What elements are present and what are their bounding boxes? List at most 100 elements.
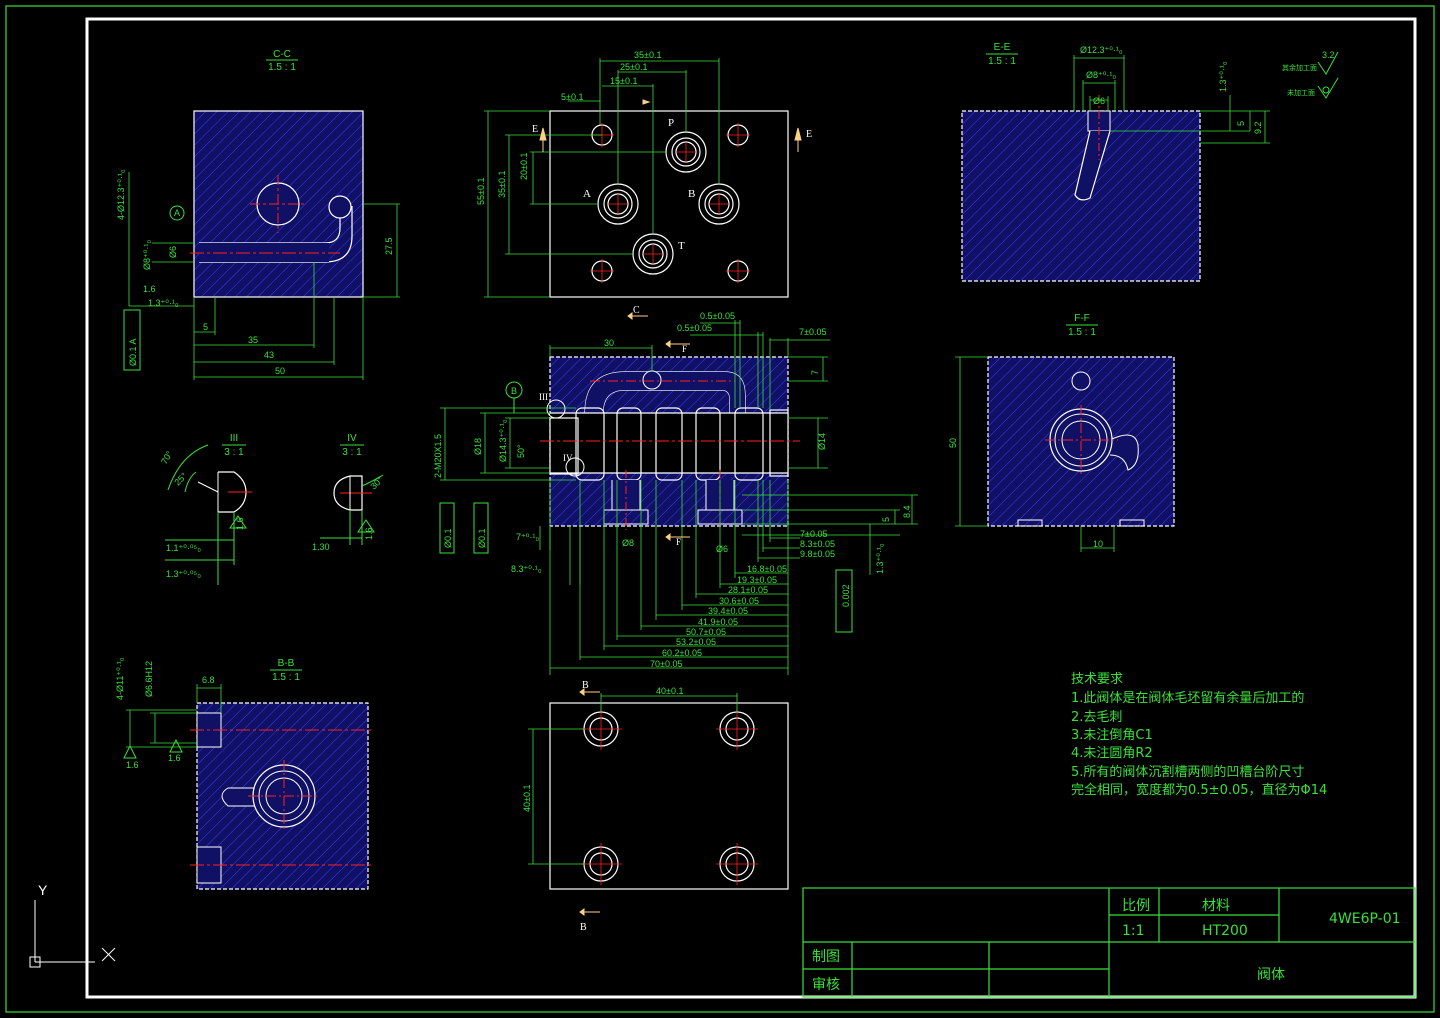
cc-finish: 1.6 [143,284,156,294]
title-block [802,887,1416,998]
main-detail-iv: IV [563,453,573,463]
bp-dim-v: 40±0.1 [522,785,532,812]
main-dim-0-5a: 0.5±0.05 [700,311,735,321]
top-dim-15: 15±0.1 [610,76,637,86]
main-dim-7: 7 [810,370,820,375]
view-iv: IV 3 : 1 30° 1.6 1.30 [312,433,385,552]
view-bb: B-B 1.5 : 1 4-Ø11⁺⁰·¹₀ Ø6.6H12 6.8 1.6 1… [115,657,372,890]
iv-dim-1-30: 1.30 [312,542,330,552]
view-bottom-plate: 40±0.1 40±0.1 B B [522,680,789,933]
ee-dim-9-2: 9.2 [1253,121,1263,134]
main-dim-7-05: 7±0.05 [799,327,826,337]
iv-title: IV [347,433,357,444]
main-dim-d14-3: Ø14.3⁺⁰·¹₀ [498,419,508,462]
main-dim-30: 30 [604,338,614,348]
section-c: C [633,305,640,316]
cc-title: C-C [273,49,291,60]
tb-scale-label: 比例 [1122,898,1150,914]
cc-datum-a: A [174,208,180,218]
iii-dim-1-1: 1.1⁺⁰·⁰⁵₀ [166,543,201,553]
main-dim-m20: 2-M20X1.5 [433,434,443,478]
view-cc: C-C 1.5 : 1 35 43 50 5 27.5 Ø6 Ø8⁺⁰·¹₀ [116,49,400,380]
section-e-right: E [806,129,812,140]
bp-section-b1: B [582,680,589,691]
req-item-4: 4.未注圆角R2 [1071,746,1153,761]
main-dim-b2: 9.8±0.05 [800,549,835,559]
req-heading: 技术要求 [1071,672,1123,687]
bb-dim-d6-6: Ø6.6H12 [144,661,154,697]
iv-angle-30: 30° [368,474,385,491]
ucs-icon [29,900,116,968]
main-dim-b9: 50.7±0.05 [686,627,726,637]
outer-frame [5,5,1435,1013]
cc-dim-50: 50 [275,366,285,376]
cc-dim-5: 5 [203,322,208,332]
view-ff: F-F 1.5 : 1 50 10 [948,313,1175,552]
ee-scale: 1.5 : 1 [988,56,1016,67]
main-dim-b8: 41.9±0.05 [698,617,738,627]
main-dim-1-3: 1.3⁺⁰·¹₀ [875,543,885,574]
main-dim-b10: 53.2±0.05 [676,637,716,647]
ee-dim-6: Ø6 [1093,96,1105,106]
port-a: A [583,188,591,200]
main-section-f2: F [676,537,681,547]
main-datum-b: B [511,386,517,396]
cc-dim-d6: Ø6 [168,246,178,258]
cc-scale: 1.5 : 1 [268,62,296,73]
cc-dim-d12: 4-Ø12.3⁺⁰·¹₀ [116,169,126,220]
iii-angle-70: 70° [159,449,175,466]
tb-drawn-label: 制图 [812,949,840,965]
finish-machined: 其余加工面 [1282,63,1317,72]
ee-dim-5: 5 [1236,121,1246,126]
bb-finish-2: 1.6 [168,753,181,763]
ff-title: F-F [1074,313,1090,324]
iv-scale: 3 : 1 [342,447,362,458]
req-item-5: 5.所有的阀体沉割槽两侧的凹槽台阶尺寸 [1071,764,1304,780]
tb-material-value: HT200 [1202,923,1248,939]
cc-dim-43: 43 [264,350,274,360]
finish-ra: 3.2 [1322,50,1335,60]
main-dim-b12: 70±0.05 [650,659,682,669]
tb-drawing-no: 4WE6P-01 [1329,911,1401,927]
tb-material-label: 材料 [1202,898,1230,914]
tech-requirements: 技术要求 1.此阀体是在阀体毛坯留有余量后加工的 2.去毛刺 3.未注倒角C1 … [1071,672,1327,798]
top-dim-25: 25±0.1 [620,62,647,72]
main-dim-d18: Ø18 [473,438,483,455]
main-section-f1: F [682,344,687,354]
main-dim-b0: 7±0.05 [800,529,827,539]
top-dim-20: 20±0.1 [519,153,529,180]
main-detail-iii: III [539,392,548,402]
cc-dim-1-3: 1.3⁺⁰·¹₀ [148,298,179,308]
cc-dim-27-5: 27.5 [384,237,394,255]
iv-finish: 1.6 [364,527,374,540]
top-dim-55: 55±0.1 [476,178,486,205]
main-dim-5: 5 [881,517,891,522]
main-dim-d8: Ø8 [622,538,634,548]
bb-scale: 1.5 : 1 [272,672,300,683]
req-item-3: 3.未注倒角C1 [1071,728,1153,743]
ff-dim-50: 50 [948,438,958,448]
view-ee: E-E 1.5 : 1 Ø12.3⁺⁰·¹₀ Ø8⁺⁰·¹₀ Ø6 1.3⁺⁰·… [961,42,1339,282]
req-item-1: 1.此阀体是在阀体毛坯留有余量后加工的 [1071,690,1304,706]
view-iii: III 3 : 1 70° 25° 1.6 1.1⁺⁰·⁰⁵₀ 1.3⁺⁰·⁰⁵… [159,433,252,585]
view-top: P A B T 35±0.1 25±0.1 15±0.1 5±0.1 55±0.… [476,50,812,320]
bb-finish-1: 1.6 [126,760,139,770]
bp-section-b2: B [580,922,587,933]
ee-dim-1-3: 1.3⁺⁰·¹₀ [1218,61,1228,92]
main-dim-b3: 16.8±0.05 [747,564,787,574]
ee-dim-8: Ø8⁺⁰·¹₀ [1086,70,1116,80]
ee-dim-12: Ø12.3⁺⁰·¹₀ [1080,45,1123,55]
inner-frame [85,17,1417,999]
cc-dim-d8: Ø8⁺⁰·¹₀ [142,240,152,270]
main-dim-b6: 30.6±0.05 [719,596,759,606]
main-tol-2: Ø0.1 [477,528,487,548]
ff-scale: 1.5 : 1 [1068,327,1096,338]
main-dim-b11: 60.2±0.05 [662,648,702,658]
ee-title: E-E [994,42,1011,53]
section-e-left: E [532,124,538,135]
top-dim-35: 35±0.1 [634,50,661,60]
ucs-y-label: Y [38,882,48,898]
bp-dim-h: 40±0.1 [656,686,683,696]
tb-part-name: 阀体 [1257,967,1285,983]
